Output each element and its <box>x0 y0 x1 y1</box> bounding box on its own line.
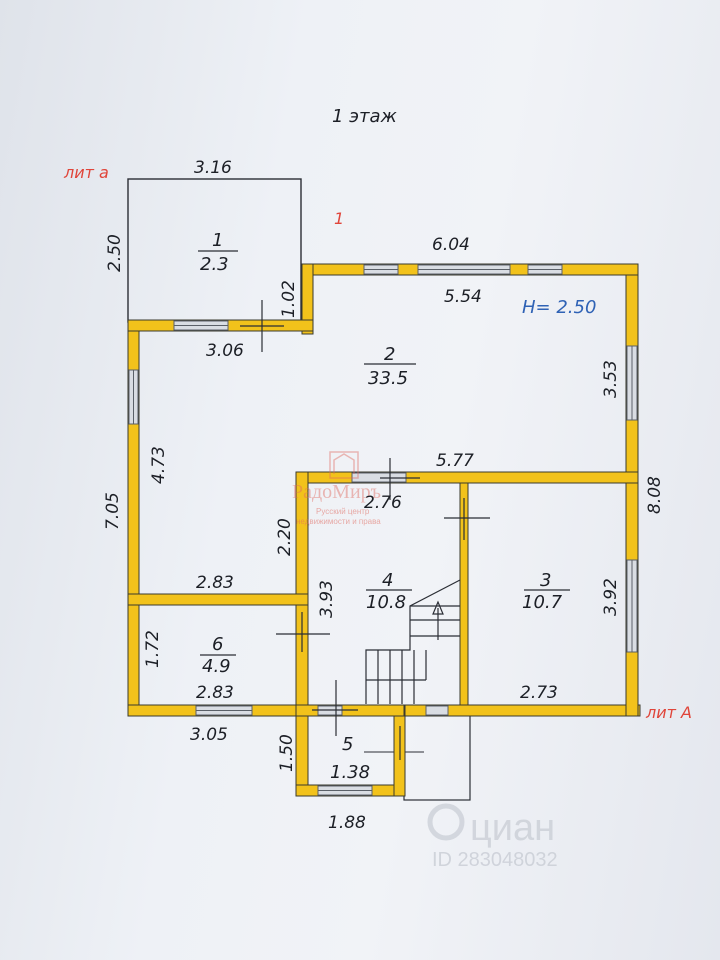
window-south-4 <box>425 705 449 716</box>
lit-lower-label: лит а <box>63 163 109 182</box>
room-1-number: 1 <box>212 230 223 251</box>
dim-room5-width: 1.88 <box>328 813 366 833</box>
wall-room3-west <box>459 482 469 706</box>
dim-room2-bottom: 2.83 <box>196 573 234 593</box>
ceiling-height: H= 2.50 <box>522 297 596 318</box>
cian-brand: циан <box>470 807 555 849</box>
wall-room6-north <box>127 593 309 606</box>
dim-north-outer: 6.04 <box>432 235 470 255</box>
room-2-area: 33.5 <box>368 368 408 389</box>
dim-south-outer: 3.05 <box>190 725 228 745</box>
dim-annex-width: 3.16 <box>194 158 232 178</box>
room-3-number: 3 <box>540 570 551 591</box>
dim-step-width: 3.06 <box>206 341 244 361</box>
dim-room4-height: 3.93 <box>317 580 337 618</box>
dim-west-outer: 7.05 <box>103 492 123 530</box>
logo-sub-2: недвижимости и права <box>296 517 381 526</box>
dim-annex-height: 2.50 <box>105 234 125 272</box>
room-4-area: 10.8 <box>366 592 406 613</box>
number-one-label: 1 <box>334 209 344 228</box>
dim-room3-width: 2.73 <box>520 683 558 703</box>
dim-room3-height: 3.92 <box>601 578 621 616</box>
room-6-number: 6 <box>212 634 223 655</box>
dim-room4-upper: 2.20 <box>275 518 295 556</box>
wall-step-vertical <box>301 263 314 335</box>
dim-west-inner: 4.73 <box>149 446 169 484</box>
room-3-area: 10.7 <box>522 592 563 613</box>
dim-inner-wall: 5.77 <box>436 451 474 471</box>
dim-north-inner: 5.54 <box>444 287 482 307</box>
staircase <box>365 579 461 704</box>
room-6-area: 4.9 <box>202 656 231 677</box>
porch-outline <box>403 709 471 801</box>
dim-room6-width: 2.83 <box>196 683 234 703</box>
logo-text: РадоМиръ <box>292 481 381 503</box>
lit-upper-label: лит А <box>645 703 692 722</box>
dim-room6-height: 1.72 <box>143 630 163 668</box>
room-1-area: 2.3 <box>200 254 229 275</box>
dim-room5-height: 1.50 <box>277 734 297 772</box>
dim-east-outer: 8.08 <box>645 476 665 514</box>
dim-step-height: 1.02 <box>279 280 299 318</box>
logo-sub-1: Русский центр <box>316 507 370 516</box>
dim-room4-width: 2.76 <box>364 493 402 513</box>
floor-title: 1 этаж <box>332 106 398 127</box>
room-5-area: 1.38 <box>330 762 370 783</box>
radomir-logo: РадоМиръ Русский центр недвижимости и пр… <box>292 451 381 526</box>
cian-watermark: циан ID 283048032 <box>427 803 558 871</box>
room-2-number: 2 <box>384 344 395 365</box>
room-5-number: 5 <box>342 734 353 755</box>
dim-east-upper: 3.53 <box>601 360 621 398</box>
room-4-number: 4 <box>382 570 393 591</box>
cian-logo-icon <box>427 803 465 841</box>
stair-arrow-icon <box>432 600 444 640</box>
listing-id: ID 283048032 <box>432 849 558 871</box>
